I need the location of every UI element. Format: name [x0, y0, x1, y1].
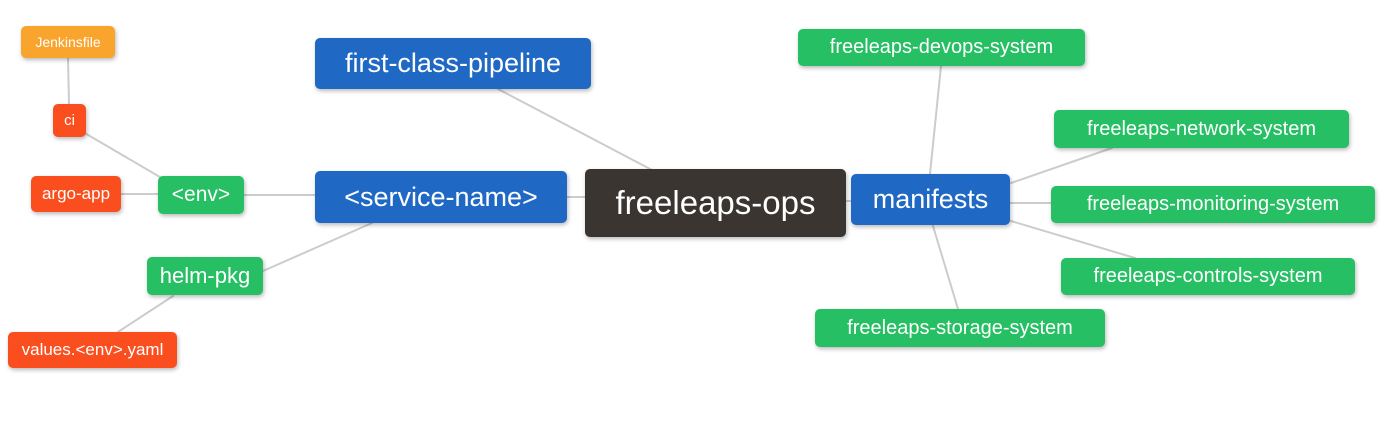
node-freeleaps-devops-system[interactable]: freeleaps-devops-system	[798, 29, 1085, 66]
edge-values-helm-pkg	[117, 295, 174, 333]
node-helm-pkg[interactable]: helm-pkg	[147, 257, 263, 295]
node-jenkinsfile[interactable]: Jenkinsfile	[21, 26, 115, 58]
node-freeleaps-controls-system[interactable]: freeleaps-controls-system	[1061, 258, 1355, 295]
node-service-name[interactable]: <service-name>	[315, 171, 567, 223]
edge-manifests-network-system	[1010, 147, 1113, 184]
edge-manifests-controls-system	[1010, 220, 1136, 259]
node-first-class-pipeline[interactable]: first-class-pipeline	[315, 38, 591, 89]
node-freeleaps-network-system[interactable]: freeleaps-network-system	[1054, 110, 1349, 148]
node-env[interactable]: <env>	[158, 176, 244, 214]
node-freeleaps-storage-system[interactable]: freeleaps-storage-system	[815, 309, 1105, 347]
edge-pipeline-freeleaps-ops	[497, 88, 653, 171]
edge-ci-env	[82, 131, 166, 181]
node-freeleaps-ops-root[interactable]: freeleaps-ops	[585, 169, 846, 237]
edge-helm-pkg-service-name	[262, 222, 373, 272]
node-argo-app[interactable]: argo-app	[31, 176, 121, 212]
edge-jenkinsfile-ci	[67, 57, 70, 105]
node-freeleaps-monitoring-system[interactable]: freeleaps-monitoring-system	[1051, 186, 1375, 223]
edge-manifests-storage-system	[932, 225, 959, 310]
node-ci[interactable]: ci	[53, 104, 86, 137]
edge-manifests-devops-system	[929, 65, 942, 175]
node-manifests[interactable]: manifests	[851, 174, 1010, 225]
node-values-env-yaml[interactable]: values.<env>.yaml	[8, 332, 177, 368]
